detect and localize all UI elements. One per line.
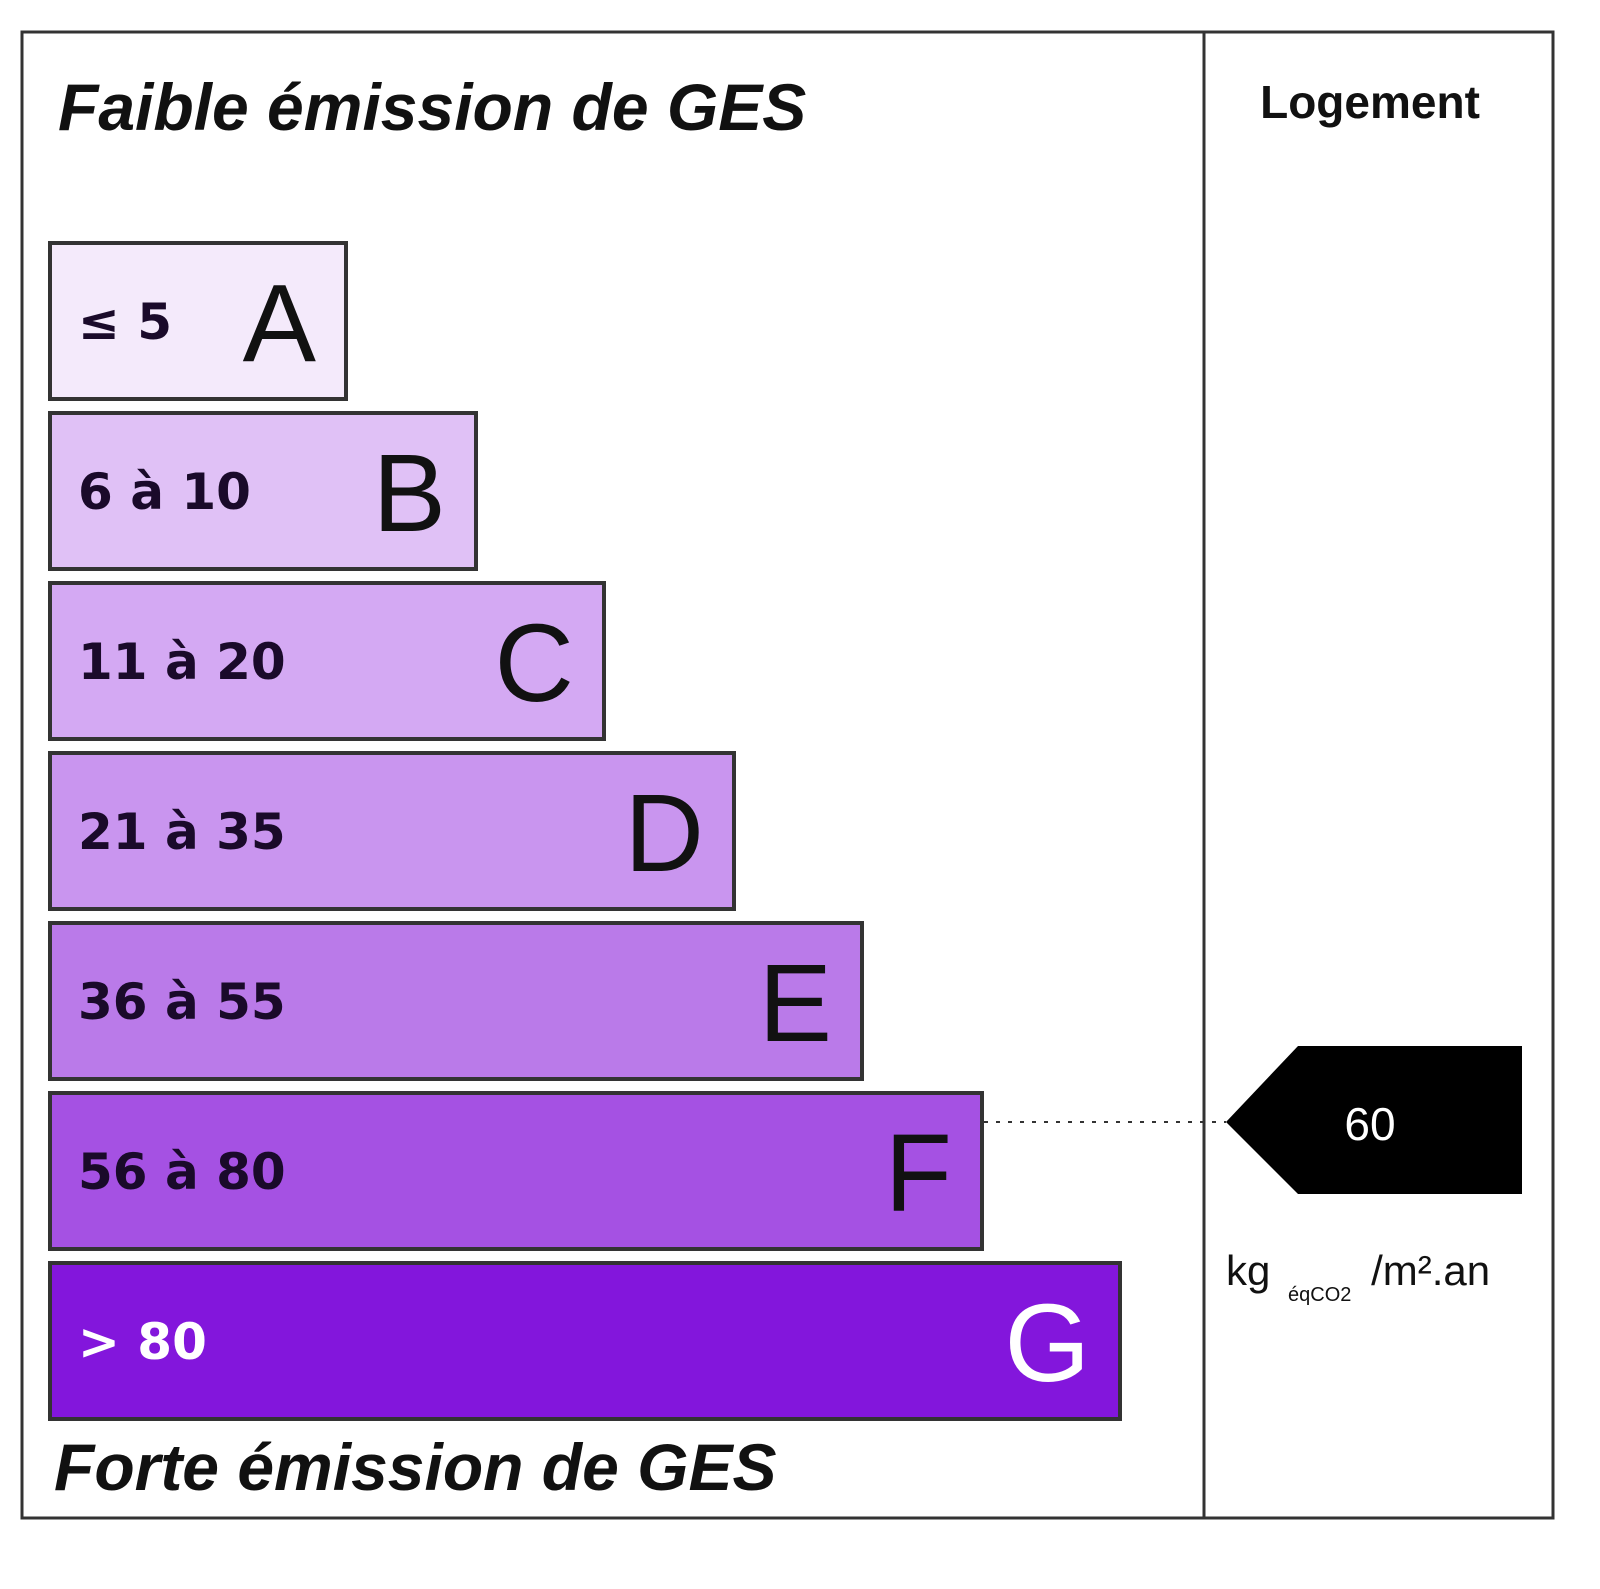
bar-rect (48, 1091, 984, 1251)
bar-range-label: 6 à 10 (78, 463, 251, 521)
unit-sub: éqCO2 (1288, 1284, 1351, 1306)
bar-class-letter: F (885, 1112, 952, 1235)
bar-range-label: ≤ 5 (78, 293, 172, 351)
bar-f: 56 à 80 F (48, 1091, 984, 1251)
bar-rect (48, 1261, 1122, 1421)
bar-d: 21 à 35 D (48, 751, 736, 911)
bar-class-letter: G (1004, 1282, 1090, 1405)
bar-rect (48, 921, 864, 1081)
bar-rect (48, 411, 478, 571)
bar-class-letter: B (373, 432, 446, 555)
unit-suffix: /m².an (1371, 1247, 1490, 1294)
value-arrow (1226, 1046, 1522, 1194)
bar-range-label: 56 à 80 (78, 1143, 286, 1201)
bar-g: > 80 G (48, 1261, 1122, 1421)
bar-range-label: 11 à 20 (78, 633, 286, 691)
bar-class-letter: E (759, 942, 832, 1065)
bar-rect (48, 751, 736, 911)
bar-range-label: > 80 (78, 1313, 207, 1371)
value-label: 60 (1344, 1098, 1395, 1150)
title-top: Faible émission de GES (58, 70, 806, 144)
bar-class-letter: C (495, 602, 574, 725)
bar-range-label: 36 à 55 (78, 973, 286, 1031)
bar-e: 36 à 55 E (48, 921, 864, 1081)
bar-rect (48, 241, 348, 401)
bar-a: ≤ 5 A (48, 241, 348, 401)
bar-class-letter: D (625, 772, 704, 895)
bar-class-letter: A (243, 262, 317, 385)
bar-range-label: 21 à 35 (78, 803, 286, 861)
bar-rect (48, 581, 606, 741)
unit-main: kg (1226, 1247, 1270, 1294)
unit-label: kg éqCO2 /m².an (1226, 1247, 1490, 1310)
bar-b: 6 à 10 B (48, 411, 478, 571)
column-header: Logement (1260, 76, 1480, 128)
title-bottom: Forte émission de GES (54, 1430, 777, 1504)
bar-c: 11 à 20 C (48, 581, 606, 741)
